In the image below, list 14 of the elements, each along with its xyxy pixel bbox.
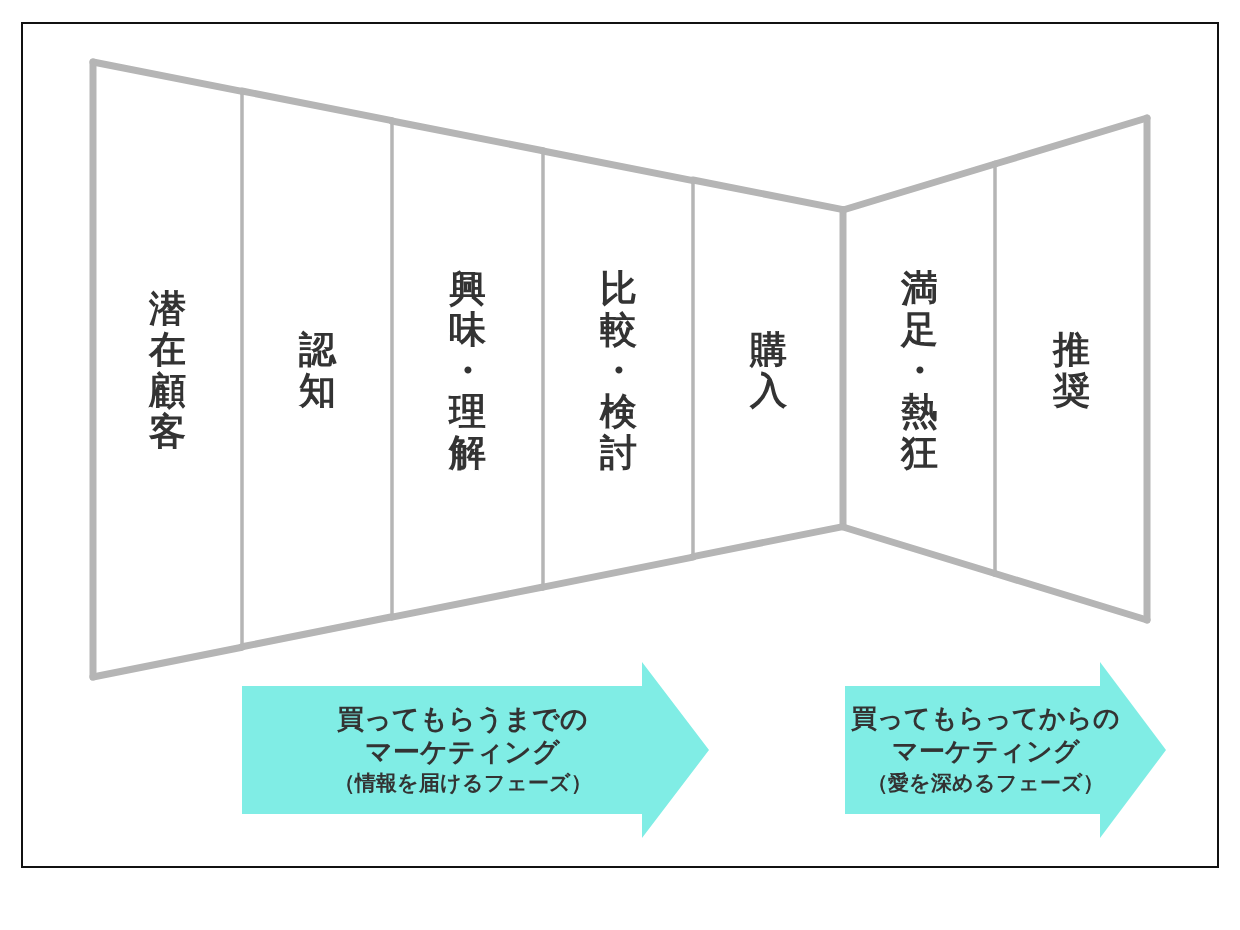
- stage-label: 推奨: [1052, 329, 1090, 411]
- phase-subtitle: （愛を深めるフェーズ）: [866, 770, 1106, 797]
- phase-subtitle: （情報を届けるフェーズ）: [334, 770, 592, 797]
- phase-arrow: [242, 662, 709, 838]
- funnel-stage: [89, 58, 246, 681]
- phase-arrow: [845, 662, 1166, 838]
- stage-label: 認知: [298, 329, 336, 411]
- phase-title: 買ってもらってからのマーケティング: [850, 702, 1122, 768]
- phase-title: 買ってもらうまでのマーケティング: [336, 702, 590, 768]
- stage-label: 購入: [749, 329, 787, 411]
- stage-label: 比較・検討: [599, 267, 637, 473]
- stage-label: 満足・熱狂: [900, 267, 938, 473]
- stage-label: 興味・理解: [449, 267, 486, 473]
- stage-label: 潜在顧客: [149, 288, 186, 452]
